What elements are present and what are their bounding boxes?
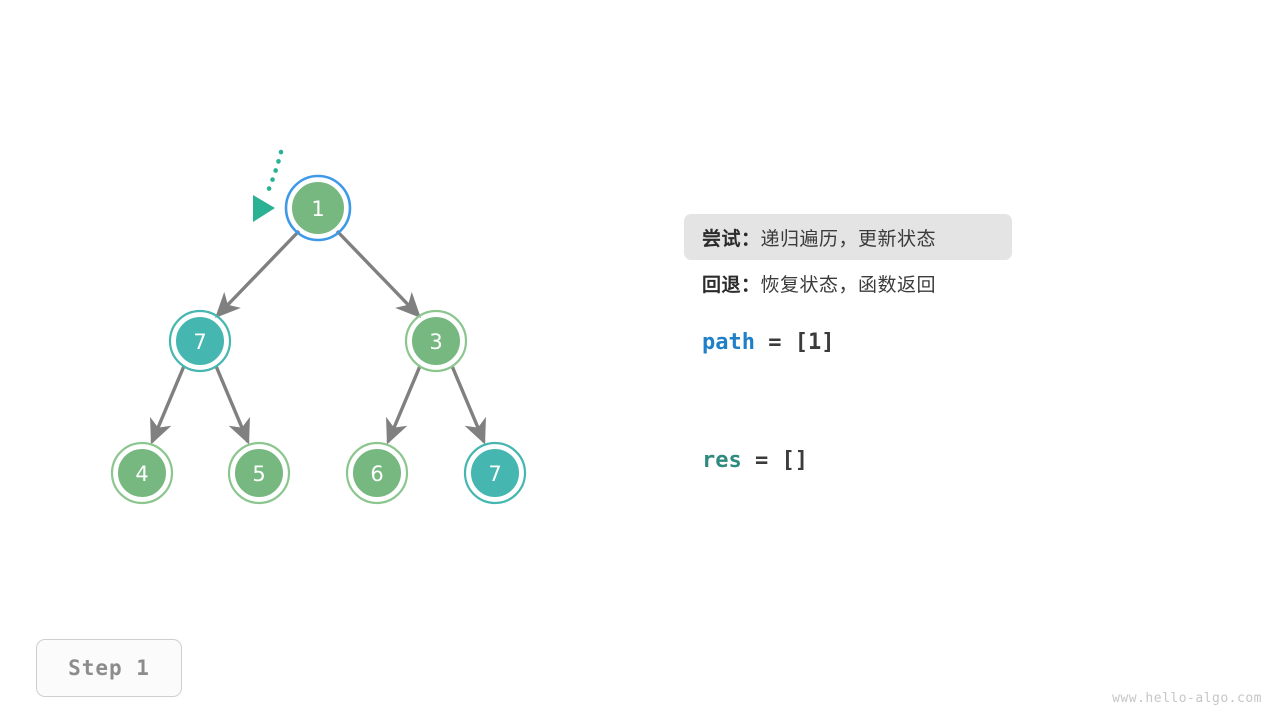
variable-res-name: res [702,448,742,473]
tree-node-3[interactable]: 3 [404,309,468,373]
tree-node-2[interactable]: 7 [168,309,232,373]
edge-n1-n2 [215,229,301,318]
tree-node-7-label: 7 [488,462,501,486]
binary-tree-diagram: 1 7 3 4 [110,149,527,505]
info-panel: 尝试： 递归遍历，更新状态 回退： 恢复状态，函数返回 [684,214,1244,306]
note-try-value: 递归遍历，更新状态 [760,228,937,250]
variable-res-value: [] [781,448,809,473]
tree-node-1-label: 1 [311,197,324,221]
watermark: www.hello-algo.com [1112,691,1262,706]
variable-res: res = [] [702,448,808,473]
tree-node-4-label: 4 [135,462,148,486]
edge-n3-n7 [450,365,486,445]
note-row-try: 尝试： 递归遍历，更新状态 [684,214,1012,260]
variable-path-equals: = [754,330,795,355]
tree-node-2-label: 7 [193,330,206,354]
tree-node-5[interactable]: 5 [227,441,291,505]
note-backtrack-value: 恢复状态，函数返回 [760,274,937,296]
tree-edges [150,229,486,445]
tree-node-6-label: 6 [370,462,383,486]
tree-node-6[interactable]: 6 [345,441,409,505]
watermark-text: www.hello-algo.com [1112,691,1262,706]
tree-node-3-label: 3 [429,330,442,354]
edge-n2-n5 [214,365,250,445]
entry-pointer [253,149,284,222]
tree-node-7[interactable]: 7 [463,441,527,505]
edge-n2-n4 [150,365,186,445]
note-row-backtrack: 回退： 恢复状态，函数返回 [684,260,1244,306]
step-badge: Step 1 [36,639,182,697]
edge-n1-n3 [335,229,421,318]
variable-path: path = [1] [702,330,834,355]
variable-res-equals: = [741,448,782,473]
variable-path-name: path [702,330,755,355]
tree-node-4[interactable]: 4 [110,441,174,505]
tree-nodes: 1 7 3 4 [110,174,527,505]
note-backtrack-key: 回退： [702,274,761,296]
tree-node-1[interactable]: 1 [284,174,352,242]
note-try-key: 尝试： [702,228,761,250]
variable-path-value: [1] [794,330,835,355]
edge-n3-n6 [386,365,422,445]
step-badge-label: Step 1 [68,656,150,680]
tree-node-5-label: 5 [252,462,265,486]
